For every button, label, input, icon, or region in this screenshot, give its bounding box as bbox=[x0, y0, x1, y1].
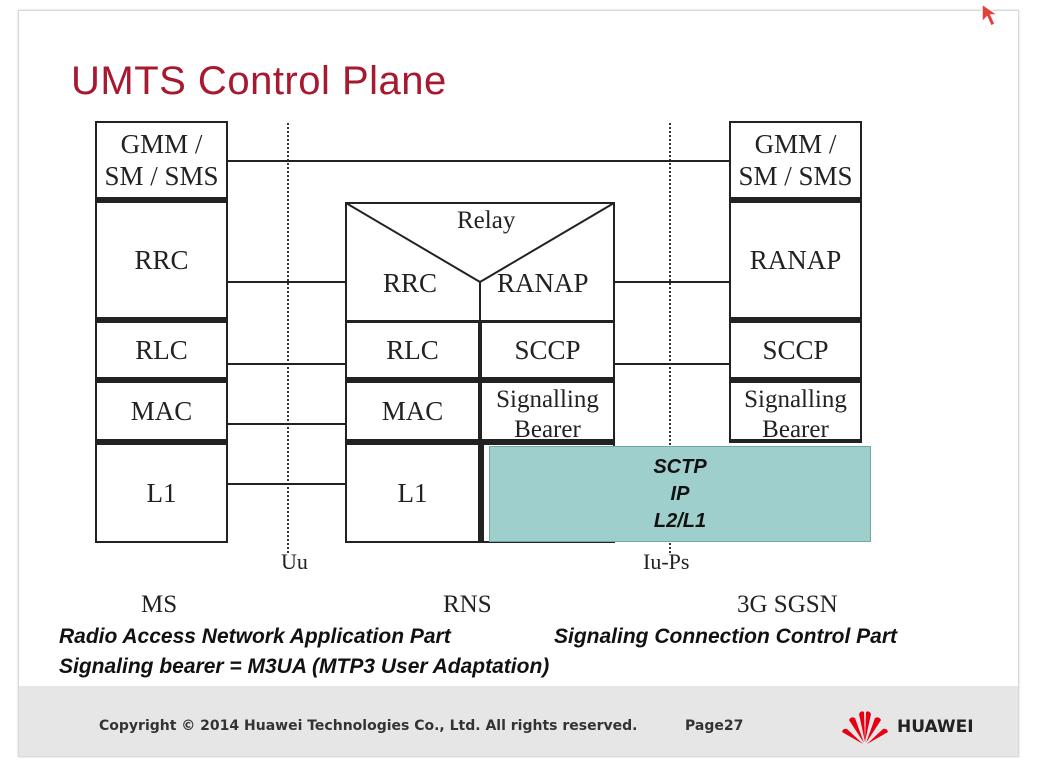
ms-mac-layer: MAC bbox=[95, 381, 228, 443]
sgsn-gmm-layer: GMM / SM / SMS bbox=[729, 121, 862, 201]
slide-title: UMTS Control Plane bbox=[71, 59, 447, 103]
ms-node-label: MS bbox=[141, 591, 178, 618]
rns-mac-layer: MAC bbox=[345, 381, 480, 443]
ms-l1-layer: L1 bbox=[95, 443, 228, 543]
ranap-definition: Radio Access Network Application Part bbox=[59, 625, 451, 648]
rns-sccp-layer: SCCP bbox=[480, 321, 615, 381]
copyright-text: Copyright © 2014 Huawei Technologies Co.… bbox=[99, 718, 638, 734]
relay-triangle-lines bbox=[345, 202, 615, 322]
rns-ranap-label: RANAP bbox=[497, 268, 589, 298]
l1-peer-line bbox=[227, 483, 347, 485]
sgsn-ranap-layer: RANAP bbox=[729, 201, 862, 321]
sgsn-node-label: 3G SGSN bbox=[737, 591, 838, 618]
pointer-cursor-icon bbox=[981, 2, 1001, 28]
rrc-peer-line bbox=[227, 281, 347, 283]
relay-label: Relay bbox=[457, 207, 516, 234]
overlay-l2l1: L2/L1 bbox=[653, 509, 707, 532]
mac-peer-line bbox=[227, 423, 347, 425]
rns-rrc-label: RRC bbox=[383, 268, 438, 298]
sctp-ip-overlay: SCTP IP L2/L1 bbox=[489, 446, 871, 542]
iups-interface-line bbox=[669, 123, 671, 553]
ms-rrc-layer: RRC bbox=[95, 201, 228, 321]
gmm-peer-line bbox=[227, 160, 730, 162]
overlay-sctp: SCTP bbox=[653, 455, 707, 478]
huawei-brand-text: HUAWEI bbox=[897, 717, 974, 737]
sccp-peer-line bbox=[614, 363, 730, 365]
sgsn-sccp-layer: SCCP bbox=[729, 321, 862, 381]
slide: UMTS Control Plane GMM / SM / SMS RRC RL… bbox=[18, 10, 1019, 757]
ms-rlc-layer: RLC bbox=[95, 321, 228, 381]
huawei-logo-icon bbox=[842, 711, 888, 744]
rlc-peer-line bbox=[227, 363, 347, 365]
rns-l1-layer: L1 bbox=[345, 443, 480, 543]
sccp-definition: Signaling Connection Control Part bbox=[554, 625, 897, 648]
uu-label: Uu bbox=[281, 549, 308, 574]
bearer-definition: Signaling bearer = M3UA (MTP3 User Adapt… bbox=[59, 655, 550, 678]
sgsn-signalling-bearer-layer: Signalling Bearer bbox=[729, 381, 862, 443]
page-number: Page27 bbox=[685, 718, 744, 734]
rns-rlc-layer: RLC bbox=[345, 321, 480, 381]
rns-signalling-bearer-layer: Signalling Bearer bbox=[480, 381, 615, 443]
ms-gmm-layer: GMM / SM / SMS bbox=[95, 121, 228, 201]
uu-interface-line bbox=[287, 123, 289, 553]
ranap-peer-line bbox=[614, 281, 730, 283]
iups-label: Iu-Ps bbox=[643, 549, 690, 574]
rns-node-label: RNS bbox=[443, 591, 492, 618]
overlay-ip: IP bbox=[670, 482, 690, 505]
